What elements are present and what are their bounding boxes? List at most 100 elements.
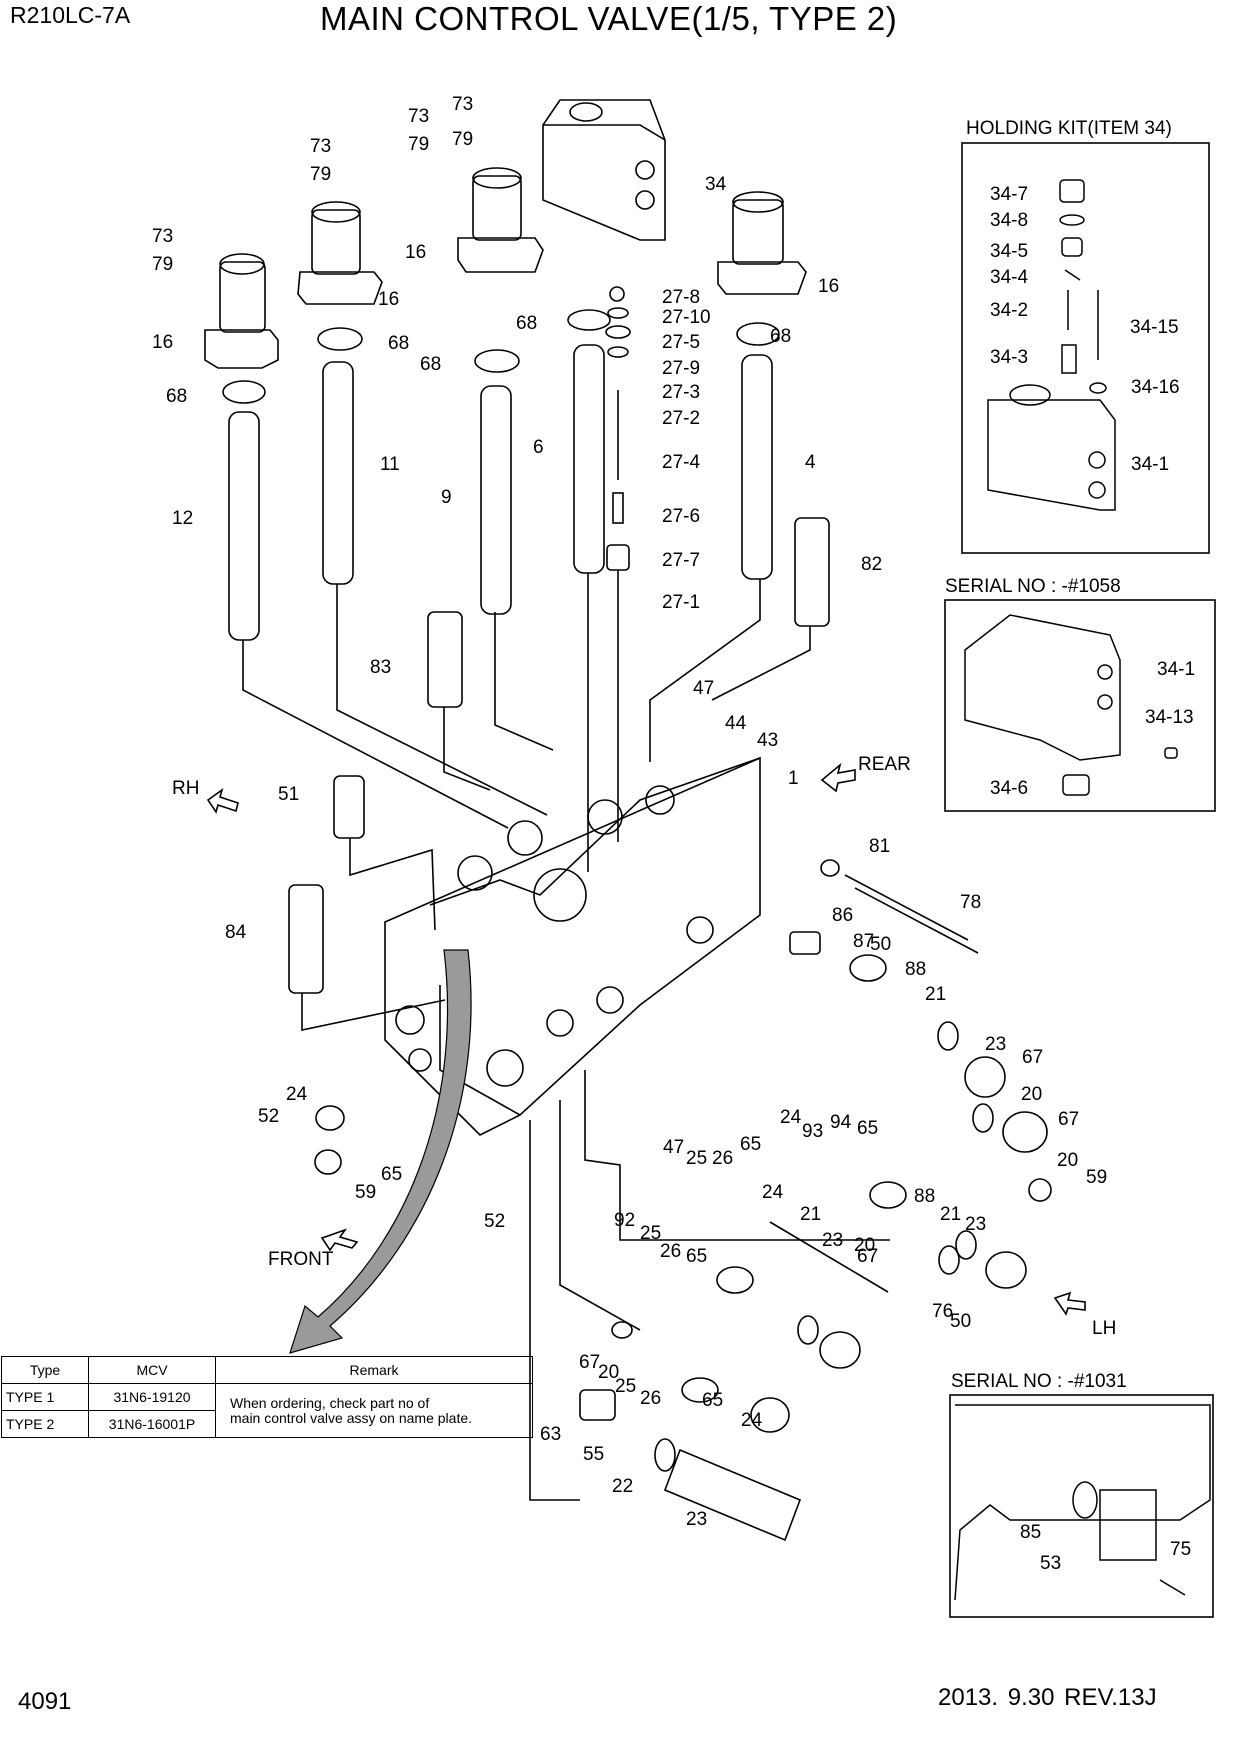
type-table: Type MCV Remark TYPE 1 31N6-19120 When o…: [1, 1356, 533, 1438]
callout-label: 25: [640, 1223, 661, 1244]
callout-label: 47: [693, 678, 714, 699]
holding-kit-frame: [961, 142, 1210, 554]
remark-line-2: main control valve assy on name plate.: [230, 1409, 473, 1426]
rh-arrow: [206, 788, 239, 814]
view-arrow: [289, 949, 472, 1354]
pilot-cap-3: [457, 167, 544, 273]
callout-label: 50: [950, 1311, 971, 1332]
callout-label: 27-10: [662, 307, 711, 328]
relief-valve-83: [427, 611, 463, 708]
callout-label: 52: [258, 1106, 279, 1127]
dir-lh-label: LH: [1092, 1318, 1116, 1339]
serial-1058-title: SERIAL NO : -#1058: [945, 576, 1121, 597]
callout-label: 67: [1058, 1109, 1079, 1130]
callout-label: 23: [985, 1034, 1006, 1055]
callout-label: 9: [441, 487, 452, 508]
callout-label: 68: [388, 333, 409, 354]
callout-label: 26: [640, 1388, 661, 1409]
tie-bolt-76: [769, 1221, 889, 1293]
table-row: TYPE 1 31N6-19120 When ordering, check p…: [1, 1383, 533, 1438]
callout-label: 34-3: [990, 347, 1028, 368]
holding-kit-title: HOLDING KIT(ITEM 34): [966, 118, 1172, 139]
callout-label: 27-8: [662, 287, 700, 308]
rear-arrow: [820, 762, 856, 793]
front-arrow: [320, 1228, 359, 1252]
callout-label: 92: [614, 1210, 635, 1231]
callout-label: 59: [1086, 1167, 1107, 1188]
row-type: TYPE 2: [1, 1410, 89, 1438]
callout-label: 86: [832, 905, 853, 926]
callout-label: 20: [598, 1362, 619, 1383]
callout-label: 65: [740, 1134, 761, 1155]
valve-body-1: [384, 756, 761, 1136]
lh-arrow: [1053, 1291, 1086, 1316]
spool-12: [228, 411, 260, 641]
callout-label: 73: [152, 226, 173, 247]
callout-label: 53: [1040, 1553, 1061, 1574]
callout-label: 67: [857, 1246, 878, 1267]
callout-label: 34-7: [990, 184, 1028, 205]
callout-label: 68: [516, 313, 537, 334]
callout-label: 25: [686, 1148, 707, 1169]
part-27-1: [606, 544, 630, 571]
callout-label: 26: [660, 1241, 681, 1262]
callout-label: 34-4: [990, 267, 1028, 288]
callout-label: 20: [1021, 1084, 1042, 1105]
callout-label: 27-9: [662, 358, 700, 379]
callout-label: 25: [615, 1376, 636, 1397]
callout-label: 21: [925, 984, 946, 1005]
callout-label: 73: [310, 136, 331, 157]
col-remark: Remark: [215, 1356, 533, 1384]
page-number: 4091: [18, 1688, 72, 1715]
callout-label: 34-6: [990, 778, 1028, 799]
callout-labels: 73797379737973793416161616686868686827-8…: [152, 94, 1195, 1574]
callout-label: 16: [405, 242, 426, 263]
callout-label: 27-3: [662, 382, 700, 403]
callout-label: 65: [857, 1118, 878, 1139]
callout-label: 81: [869, 836, 890, 857]
spool-4: [741, 354, 773, 580]
serial-1058-frame: [944, 599, 1216, 812]
callout-label: 79: [310, 164, 331, 185]
model-code: R210LC-7A: [10, 2, 131, 28]
dir-rear-label: REAR: [858, 754, 911, 775]
callout-label: 67: [579, 1352, 600, 1373]
callout-label: 16: [818, 276, 839, 297]
callout-label: 34-1: [1157, 659, 1195, 680]
row-mcv: 31N6-16001P: [88, 1410, 216, 1438]
callout-label: 20: [854, 1235, 875, 1256]
callout-label: 21: [800, 1204, 821, 1225]
table-header-row: Type MCV Remark: [1, 1356, 533, 1384]
callout-label: 27-6: [662, 506, 700, 527]
spool-11: [322, 361, 354, 585]
page-title: MAIN CONTROL VALVE(1/5, TYPE 2): [320, 0, 898, 37]
relief-valve-82: [794, 517, 830, 627]
callout-label: 65: [381, 1164, 402, 1185]
col-mcv: MCV: [88, 1356, 216, 1384]
relief-valve-84: [288, 884, 324, 994]
callout-label: 59: [355, 1182, 376, 1203]
callout-label: 23: [965, 1214, 986, 1235]
spool-6: [573, 344, 605, 574]
dir-rh-label: RH: [172, 778, 199, 799]
callout-label: 34-1: [1131, 454, 1169, 475]
callout-label: 24: [286, 1084, 308, 1105]
callout-label: 93: [802, 1121, 823, 1142]
callout-label: 79: [408, 134, 429, 155]
remark-line-1: When ordering, check part no of: [230, 1394, 430, 1411]
callout-label: 27-2: [662, 408, 700, 429]
callout-label: 27-4: [662, 452, 700, 473]
callout-label: 65: [702, 1390, 723, 1411]
callout-label: 87: [853, 931, 874, 952]
callout-label: 21: [940, 1204, 961, 1225]
callout-label: 43: [757, 730, 778, 751]
callout-label: 51: [278, 784, 299, 805]
callout-label: 44: [725, 713, 747, 734]
col-type: Type: [1, 1356, 89, 1384]
callout-label: 27-7: [662, 550, 700, 571]
callout-label: 76: [932, 1301, 953, 1322]
tie-bolt-78: [844, 874, 969, 941]
callout-label: 73: [452, 94, 473, 115]
callout-label: 73: [408, 106, 429, 127]
serial-1031-frame: [949, 1394, 1214, 1618]
